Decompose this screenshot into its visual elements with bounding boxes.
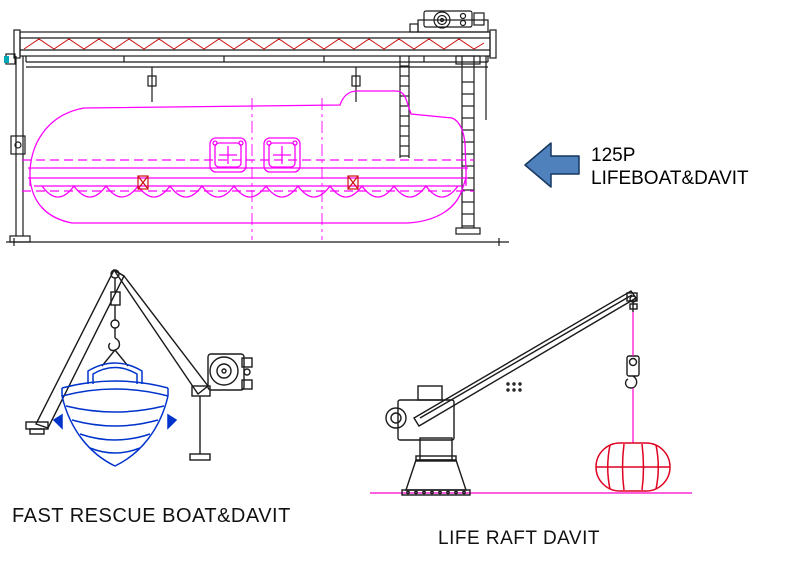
life-raft-davit-drawing xyxy=(370,290,692,496)
hatch-2 xyxy=(263,137,301,173)
fender-scallops xyxy=(41,184,459,198)
hoist-machinery xyxy=(385,382,522,441)
davit-frame xyxy=(5,10,509,246)
rescue-davit-frame xyxy=(25,269,253,461)
lifting-hooks xyxy=(137,175,359,190)
left-arrow-icon xyxy=(524,142,580,188)
cyan-sheave-fitting xyxy=(4,56,9,63)
aft-arm-ladder xyxy=(399,56,410,158)
callout-arrow xyxy=(524,142,580,188)
hatch-1 xyxy=(209,137,247,173)
hook-tackle xyxy=(101,269,129,367)
crane-boom xyxy=(413,290,638,427)
rescue-winch-icon xyxy=(207,353,253,391)
winch-assembly-icon xyxy=(409,10,489,33)
left-column xyxy=(5,53,31,243)
raft-davit-crane xyxy=(385,290,640,496)
fast-rescue-caption: FAST RESCUE BOAT&DAVIT xyxy=(12,505,291,527)
annotation-line1: 125P xyxy=(591,145,636,166)
beam-lacing xyxy=(23,38,485,50)
life-raft-caption: LIFE RAFT DAVIT xyxy=(438,528,600,549)
lifeboat-davit-drawing xyxy=(4,10,509,246)
fast-rescue-boat-davit-drawing xyxy=(25,269,253,467)
life-raft xyxy=(595,442,671,492)
rescue-boat xyxy=(52,362,178,467)
right-ladder xyxy=(455,55,487,235)
pedestal xyxy=(401,437,471,496)
annotation-line2: LIFEBOAT&DAVIT xyxy=(591,168,749,189)
hook-block xyxy=(624,302,640,389)
lifeboat-profile xyxy=(22,90,474,240)
lifeboat-annotation: 125P LIFEBOAT&DAVIT xyxy=(591,144,749,190)
